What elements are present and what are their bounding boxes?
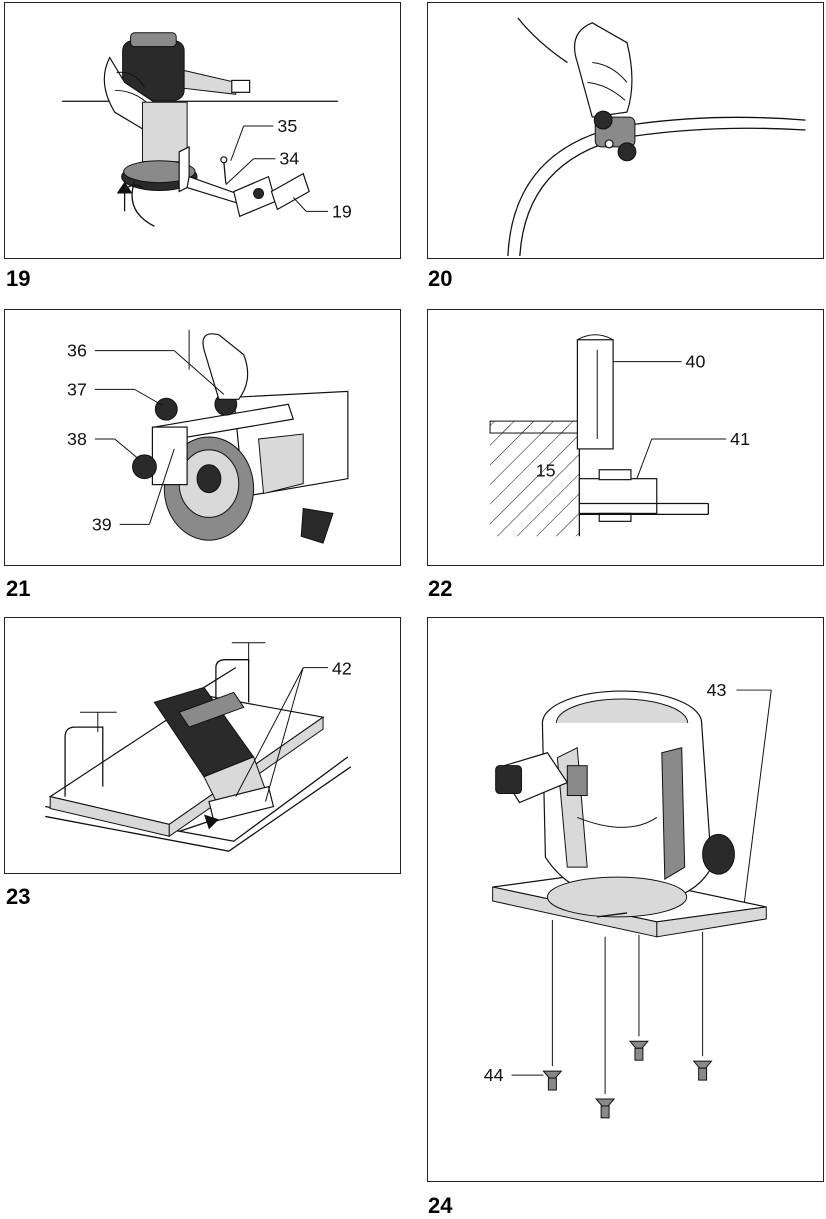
figure-20-panel <box>427 2 824 259</box>
callout-38: 38 <box>67 429 87 449</box>
figure-23-panel: 42 <box>4 617 401 874</box>
callout-43: 43 <box>707 680 727 700</box>
figure-24-panel: 43 44 <box>427 617 824 1182</box>
callout-36: 36 <box>67 341 87 361</box>
figure-22-number: 22 <box>428 576 452 602</box>
callout-15: 15 <box>536 461 556 481</box>
router-tool-illustration: 35 34 19 <box>5 3 400 258</box>
callout-40: 40 <box>686 352 706 372</box>
callout-37: 37 <box>67 379 87 399</box>
figure-21-panel: 36 37 38 39 <box>4 309 401 566</box>
callout-34: 34 <box>279 149 299 169</box>
callout-39: 39 <box>92 514 112 534</box>
figure-20-number: 20 <box>428 266 452 292</box>
circular-guide-illustration <box>428 3 823 258</box>
trimmer-guide-illustration: 36 37 38 39 <box>5 310 400 565</box>
figure-24-number: 24 <box>428 1193 452 1219</box>
figure-21-number: 21 <box>6 576 30 602</box>
callout-42: 42 <box>332 659 352 679</box>
callout-44: 44 <box>484 1065 504 1085</box>
figure-22-panel: 15 40 41 <box>427 309 824 566</box>
guide-cross-section-illustration: 15 40 41 <box>428 310 823 565</box>
figure-23-number: 23 <box>6 884 30 910</box>
figure-19-number: 19 <box>6 266 30 292</box>
plunge-base-illustration: 43 44 <box>428 618 823 1181</box>
callout-35: 35 <box>277 116 297 136</box>
callout-19: 19 <box>332 201 352 221</box>
clamped-workpiece-illustration: 42 <box>5 618 400 873</box>
figure-19-panel: 35 34 19 <box>4 2 401 259</box>
callout-41: 41 <box>730 429 750 449</box>
